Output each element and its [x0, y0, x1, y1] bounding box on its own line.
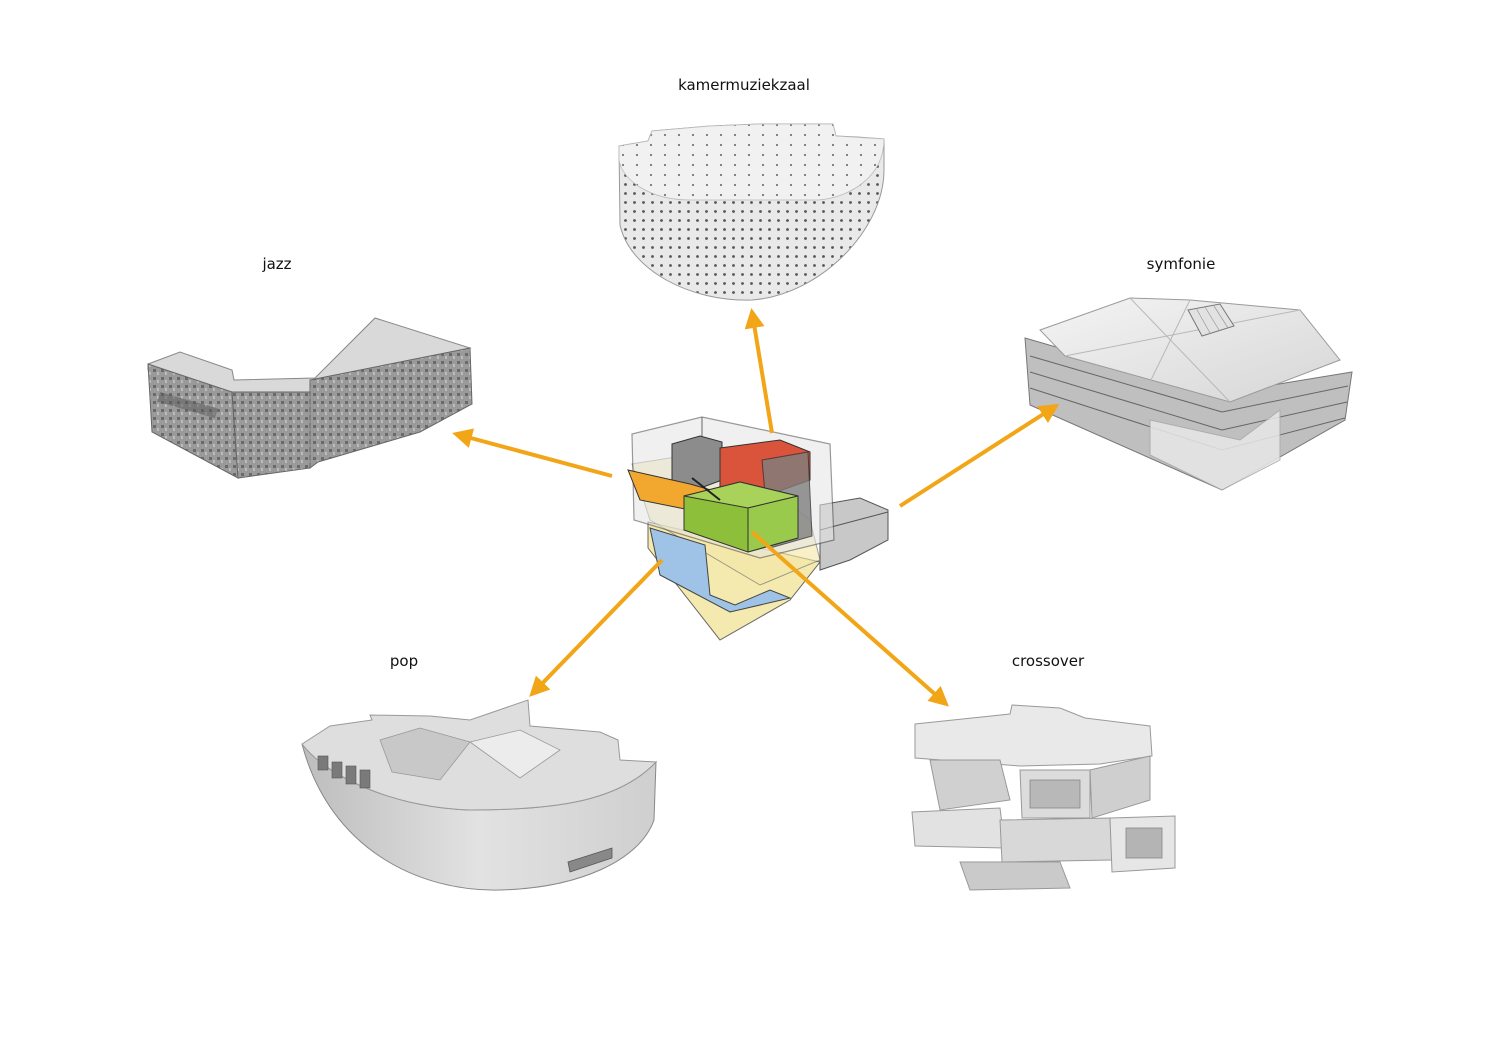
arrow-to-pop: [529, 558, 664, 697]
pop-model: [301, 699, 658, 891]
central-composite-model: [627, 416, 889, 641]
crossover-model: [911, 704, 1176, 891]
jazz-model: [147, 317, 473, 479]
arrows: [452, 308, 1060, 707]
label-pop: pop: [390, 652, 418, 670]
symfonie-model: [1024, 297, 1353, 491]
kamermuziekzaal-model: [618, 123, 885, 301]
arrow-to-kamermuziekzaal: [744, 308, 774, 434]
arrow-to-crossover: [750, 530, 949, 707]
label-kamermuziekzaal: kamermuziekzaal: [678, 76, 810, 94]
label-crossover: crossover: [1012, 652, 1085, 670]
label-jazz: jazz: [261, 255, 291, 273]
arrow-to-jazz: [452, 428, 613, 478]
label-symfonie: symfonie: [1147, 255, 1216, 273]
arrow-to-symfonie: [898, 403, 1060, 508]
